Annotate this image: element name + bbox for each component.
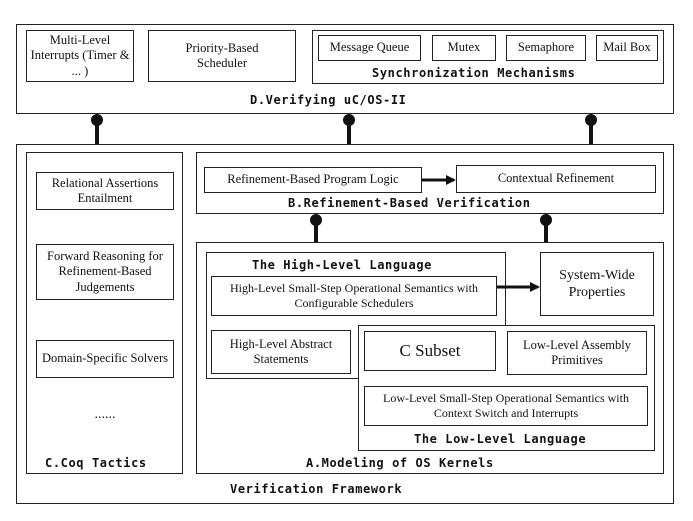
high-level-semantics-label: High-Level Small-Step Operational Semant…	[230, 281, 478, 310]
low-level-semantics-label: Low-Level Small-Step Operational Semanti…	[383, 391, 629, 420]
contextual-refinement-box	[456, 165, 656, 193]
connector-left	[91, 114, 103, 144]
verification-framework-title: Verification Framework	[230, 482, 403, 496]
high-level-language-title: The High-Level Language	[252, 258, 432, 272]
assembly-primitives-label: Low-Level Assembly Primitives	[523, 337, 631, 367]
c-subset-box	[364, 331, 496, 371]
relational-assertions-box	[36, 172, 174, 210]
forward-reasoning-label: Forward Reasoning for Refinement-Based J…	[47, 249, 163, 294]
refinement-verification-title: B.Refinement-Based Verification	[288, 196, 531, 210]
os-modeling-title: A.Modeling of OS Kernels	[306, 456, 494, 470]
scheduler-label: Priority-Based Scheduler	[185, 40, 259, 70]
mutex-label: Mutex	[447, 40, 481, 55]
message-queue-box	[318, 35, 421, 61]
mail-box-box	[596, 35, 658, 61]
low-level-language-title: The Low-Level Language	[414, 432, 587, 446]
connector-refinement-right	[540, 214, 552, 244]
sync-mechanisms-title: Synchronization Mechanisms	[372, 66, 576, 80]
semaphore-box	[506, 35, 586, 61]
mutex-box	[432, 35, 496, 61]
connector-right	[585, 114, 597, 144]
abstract-statements-box	[211, 330, 351, 374]
domain-solvers-box	[36, 340, 174, 378]
abstract-statements-label: High-Level Abstract Statements	[229, 336, 333, 366]
system-wide-properties-box	[540, 252, 654, 316]
high-level-semantics-box	[211, 276, 497, 316]
contextual-refinement-label: Contextual Refinement	[497, 171, 615, 186]
connector-refinement-left	[310, 214, 322, 244]
program-logic-label: Refinement-Based Program Logic	[227, 172, 399, 187]
program-logic-box	[204, 167, 422, 193]
mail-box-label: Mail Box	[603, 40, 651, 55]
verifying-ucos-title: D.Verifying uC/OS-II	[250, 93, 407, 107]
domain-solvers-label: Domain-Specific Solvers	[41, 351, 168, 366]
low-level-semantics-box	[364, 386, 648, 426]
message-queue-label: Message Queue	[329, 40, 410, 55]
interrupts-box	[26, 30, 134, 82]
system-wide-properties-label: System-Wide Properties	[559, 267, 635, 300]
connector-middle	[343, 114, 355, 144]
scheduler-box	[148, 30, 296, 82]
c-subset-label: C Subset	[399, 340, 461, 360]
assembly-primitives-box	[507, 331, 647, 375]
semaphore-label: Semaphore	[517, 40, 575, 55]
interrupts-label: Multi-Level Interrupts (Timer & ... )	[30, 33, 130, 78]
coq-tactics-title: C.Coq Tactics	[45, 456, 147, 470]
forward-reasoning-box	[36, 244, 174, 300]
relational-assertions-label: Relational Assertions Entailment	[51, 175, 159, 205]
tactics-ellipsis: ......	[94, 407, 116, 423]
